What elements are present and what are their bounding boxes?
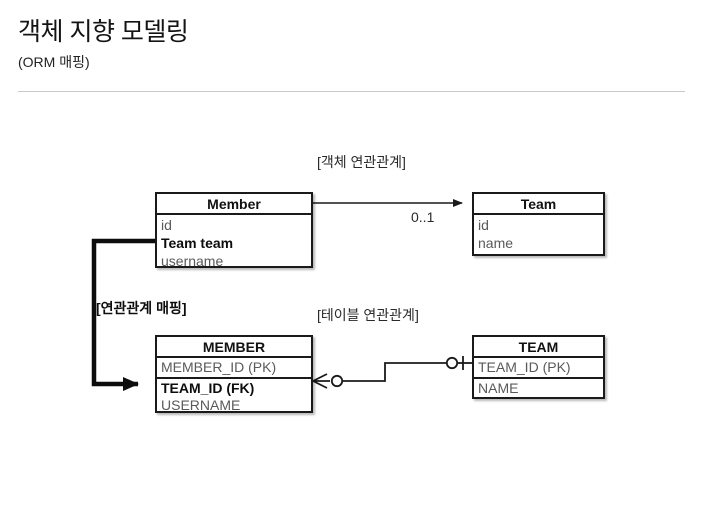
entity-header: MEMBER: [157, 337, 311, 358]
entity-header: Team: [474, 194, 603, 215]
entity-member-object: Member id Team team username: [155, 192, 313, 269]
label-table-association: [테이블 연관관계]: [317, 307, 419, 323]
label-association-mapping: [연관관계 매핑]: [96, 300, 187, 316]
header-divider: [18, 91, 685, 92]
entity-attribute: username: [161, 253, 224, 269]
entity-attribute-list: id name: [474, 215, 603, 254]
entity-attribute: name: [478, 235, 514, 251]
entity-attribute-list: MEMBER_ID (PK) TEAM_ID (FK) USERNAME: [157, 358, 311, 416]
entity-attribute: TEAM_ID (FK): [161, 380, 255, 396]
entity-header: TEAM: [474, 337, 603, 358]
page-title: 객체 지향 모델링: [18, 18, 189, 46]
entity-attribute: USERNAME: [161, 397, 241, 413]
entity-attribute: id: [478, 217, 489, 233]
entity-attribute-list: TEAM_ID (PK) NAME: [474, 358, 603, 399]
entity-team-object: Team id name: [472, 192, 605, 256]
entity-header: Member: [157, 194, 311, 215]
page-subtitle: (ORM 매핑): [18, 54, 90, 70]
entity-attribute: MEMBER_ID (PK): [157, 359, 311, 379]
connector-mapping-link: [91, 238, 155, 391]
entity-attribute-list: id Team team username: [157, 215, 311, 272]
label-object-association: [객체 연관관계]: [317, 154, 406, 170]
entity-team-table: TEAM TEAM_ID (PK) NAME: [472, 335, 605, 399]
connector-table-association: [312, 356, 472, 389]
entity-attribute: TEAM_ID (PK): [474, 359, 603, 379]
entity-attribute: id: [161, 217, 172, 233]
entity-member-table: MEMBER MEMBER_ID (PK) TEAM_ID (FK) USERN…: [155, 335, 313, 413]
entity-attribute: Team team: [161, 235, 234, 251]
entity-attribute: NAME: [478, 380, 519, 396]
label-multiplicity: 0..1: [411, 209, 435, 225]
